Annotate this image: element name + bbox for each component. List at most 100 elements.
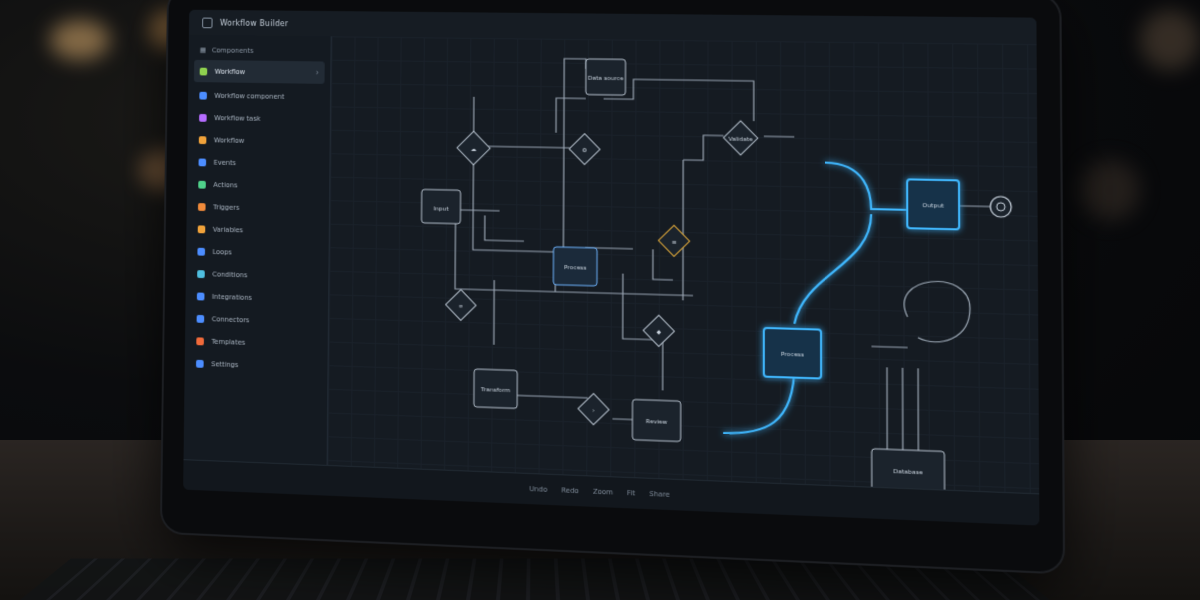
- node-data-source-label: Data source: [588, 76, 624, 83]
- screen: Workflow Builder ▦ Components Workflow›W…: [183, 10, 1039, 526]
- node-transform-label: Transform: [480, 387, 511, 394]
- toolbar-button[interactable]: Fit: [627, 489, 635, 497]
- sidebar-item[interactable]: Events: [187, 151, 329, 176]
- decision-node[interactable]: ∞: [446, 289, 477, 321]
- workflow-diagram[interactable]: Input Data source ☁ ⚙: [327, 36, 1034, 506]
- sidebar-item-label: Triggers: [213, 203, 318, 213]
- sidebar-item[interactable]: Actions: [187, 173, 329, 198]
- sidebar-item[interactable]: Workflow ›: [194, 60, 325, 84]
- cloud-icon: ☁: [471, 147, 477, 153]
- laptop-display: Workflow Builder ▦ Components Workflow›W…: [162, 0, 1063, 572]
- node-validate[interactable]: Validate: [723, 121, 757, 156]
- sidebar-item[interactable]: Settings: [185, 352, 328, 379]
- node-data-source[interactable]: Data source: [586, 59, 626, 95]
- node-active-step-label: Process: [781, 352, 804, 359]
- diamond-icon: ◆: [656, 330, 661, 336]
- decision-node[interactable]: ☁: [457, 131, 490, 165]
- component-icon: [200, 67, 208, 75]
- chevron-icon: ›: [592, 408, 594, 414]
- component-icon: [198, 180, 206, 188]
- component-icon: [197, 314, 205, 322]
- node-database-label: Database: [893, 469, 923, 476]
- connector: [904, 281, 970, 343]
- toolbar-button[interactable]: Redo: [561, 486, 579, 495]
- app-logo-icon: [202, 17, 212, 28]
- active-path: [723, 161, 908, 440]
- link-icon: ∞: [458, 304, 463, 310]
- component-icon: [199, 158, 207, 166]
- chevron-right-icon: ›: [316, 68, 319, 77]
- connector: [485, 215, 524, 241]
- sidebar-item-label: Settings: [211, 360, 316, 371]
- sidebar-item-label: Integrations: [212, 292, 317, 303]
- toolbar-button[interactable]: Zoom: [593, 488, 613, 497]
- component-icon: [196, 359, 204, 367]
- sidebar: ▦ Components Workflow › Workflow component…: [184, 35, 332, 466]
- active-connector: [825, 163, 907, 210]
- component-icon: [198, 225, 206, 233]
- node-review-label: Review: [646, 419, 668, 426]
- connector: [871, 346, 907, 347]
- app-title: Workflow Builder: [220, 18, 288, 27]
- decision-node[interactable]: ⚙: [569, 133, 600, 164]
- sidebar-item[interactable]: Workflow component: [188, 84, 330, 108]
- decision-node[interactable]: ◆: [643, 315, 674, 347]
- sidebar-item-label: Templates: [211, 337, 316, 348]
- node-output[interactable]: Output: [907, 179, 959, 229]
- filter-icon: ≡: [671, 240, 676, 246]
- node-review[interactable]: Review: [632, 399, 680, 441]
- connector: [653, 80, 753, 121]
- node-processor-label: Process: [564, 265, 587, 272]
- connectors: [444, 57, 991, 453]
- background-light: [1080, 160, 1140, 220]
- component-icon: [197, 247, 205, 255]
- end-node[interactable]: [990, 196, 1011, 217]
- grid-icon: ▦: [200, 46, 206, 54]
- decision-node[interactable]: ≡: [658, 225, 689, 257]
- connector: [683, 135, 723, 161]
- node-processor[interactable]: Process: [553, 247, 597, 286]
- node-transform[interactable]: Transform: [474, 369, 517, 408]
- background-light: [50, 20, 110, 60]
- connector: [563, 59, 586, 278]
- node-input-label: Input: [433, 206, 449, 212]
- sidebar-item[interactable]: Triggers: [187, 195, 330, 221]
- toolbar-button[interactable]: Undo: [529, 485, 547, 494]
- component-icon: [199, 114, 207, 122]
- sidebar-item[interactable]: Workflow: [187, 128, 329, 153]
- component-icon: [196, 337, 204, 345]
- sidebar-title: Components: [212, 47, 254, 55]
- sidebar-item-label: Loops: [212, 248, 317, 259]
- component-icon: [199, 136, 207, 144]
- component-icon: [199, 91, 207, 99]
- sidebar-item-label: Workflow task: [214, 114, 318, 124]
- connector: [556, 98, 586, 133]
- sidebar-item-label: Events: [214, 158, 318, 168]
- sidebar-item-label: Workflow: [215, 67, 309, 76]
- component-icon: [198, 203, 206, 211]
- node-output-label: Output: [922, 203, 944, 210]
- component-icon: [197, 270, 205, 278]
- node-validate-label: Validate: [728, 137, 753, 144]
- sidebar-list: Workflow › Workflow componentWorkflow task…: [185, 60, 331, 379]
- background-light: [1140, 10, 1200, 70]
- sidebar-item-label: Workflow component: [214, 92, 318, 101]
- sidebar-item-label: Conditions: [212, 270, 317, 281]
- sidebar-header: ▦ Components: [189, 42, 331, 59]
- connector: [764, 136, 794, 137]
- sidebar-item-label: Actions: [213, 181, 317, 191]
- node-input[interactable]: Input: [421, 189, 460, 223]
- gear-icon: ⚙: [582, 147, 587, 154]
- sidebar-item-label: Variables: [213, 225, 318, 235]
- sidebar-item-label: Workflow: [214, 136, 318, 146]
- toolbar-button[interactable]: Share: [649, 490, 669, 499]
- active-connector: [794, 212, 871, 326]
- node-active-step[interactable]: Process: [764, 328, 821, 379]
- sidebar-item-label: Connectors: [212, 315, 317, 326]
- node-database[interactable]: Database: [872, 449, 945, 493]
- workflow-canvas[interactable]: Input Data source ☁ ⚙: [328, 36, 1040, 494]
- sidebar-item[interactable]: Workflow task: [188, 106, 330, 131]
- connector: [653, 249, 673, 280]
- component-icon: [197, 292, 205, 300]
